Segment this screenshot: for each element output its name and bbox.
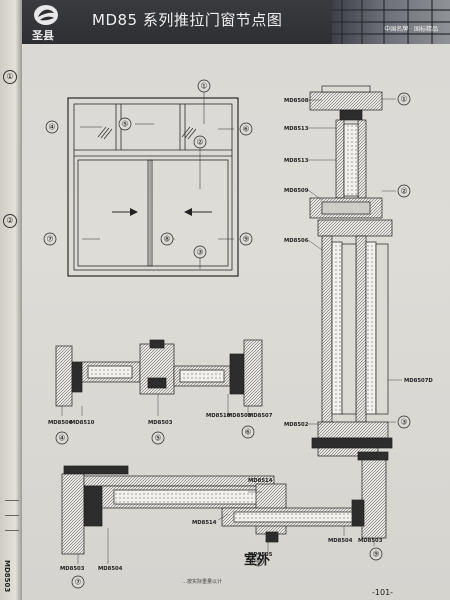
catalog-page: 圣县 MD85 系列推拉门窗节点图 中国名牌 · 国标精品 [22,0,450,600]
svg-text:⑤: ⑤ [154,434,161,443]
left-page-marker: ① [3,70,17,84]
brand-logo-icon [34,5,58,25]
left-page-marker: ② [3,214,17,228]
outdoor-label: 室外 [244,553,271,568]
svg-text:⑤: ⑤ [121,120,128,129]
horizontal-section-upper [55,339,263,416]
callout-9: ⑨ [369,547,383,561]
horizontal-section-upper-labels: MD8506 MD8510 MD8503 MD8510 MD8503 MD850… [48,413,273,445]
svg-text:⑧: ⑧ [254,556,261,565]
profile-label: MD8506 [48,420,73,426]
profile-label: MD8503 [358,538,383,544]
svg-text:③: ③ [400,418,407,427]
callout-5: ⑤ [118,117,132,131]
callout-9: ⑨ [239,232,253,246]
svg-text:⑦: ⑦ [46,235,53,244]
svg-text:⑨: ⑨ [242,235,249,244]
profile-label: MD8502 [284,422,309,428]
profile-label: MD8510 [70,420,95,426]
svg-text:③: ③ [196,248,203,257]
profile-label: MD8514 [248,478,273,484]
profile-label: MD8506 [284,238,309,244]
svg-text:⑥: ⑥ [242,125,249,134]
callout-7: ⑦ [71,575,85,589]
header-slogan: 中国名牌 · 国标精品 [384,26,438,33]
callout-2: ② [397,184,411,198]
node-drawings: ① ② ③ ④ ⑤ ⑥ ⑦ ⑧ ⑨ [43,79,433,589]
callout-1: ① [197,79,211,93]
profile-label: MD8509 [284,188,309,194]
svg-text:⑧: ⑧ [163,235,170,244]
footer-note: …按实际重量以计 [182,579,223,585]
callout-5: ⑤ [151,431,165,445]
profile-label: MD8507 [248,413,273,419]
callout-8: ⑧ [251,553,265,567]
callout-1: ① [397,92,411,106]
profile-label: MD8508 [284,98,309,104]
svg-text:①: ① [200,82,207,91]
svg-text:①: ① [400,95,407,104]
page-header: 圣县 MD85 系列推拉门窗节点图 中国名牌 · 国标精品 [22,0,450,44]
svg-text:⑨: ⑨ [372,550,379,559]
callout-3: ③ [397,415,411,429]
svg-text:④: ④ [48,123,55,132]
page-title: MD85 系列推拉门窗节点图 [92,11,283,29]
page-number: -101- [372,588,394,597]
profile-label: MD8507D [404,378,433,384]
brand-name: 圣县 [32,29,54,42]
horizontal-section-lower-labels: MD8514 MD8514 MD8505 MD8503 MD8504 MD850… [60,478,383,589]
elevation-callouts: ① ② ③ ④ ⑤ ⑥ ⑦ ⑧ ⑨ [43,79,253,259]
adjacent-page-strip: ① ② MD8503 [0,0,22,600]
callout-4: ④ [45,120,59,134]
profile-label: MD8503 [148,420,173,426]
vertical-section-labels: MD8508 MD8513 MD8513 MD8509 MD8506 MD850… [284,92,433,429]
profile-label: MD8504 [98,566,123,572]
callout-2: ② [193,135,207,149]
horizontal-section-lower [61,451,389,564]
left-page-vertical-label: MD8503 [3,559,11,592]
profile-label: MD8513 [284,158,309,164]
vertical-section [307,85,402,457]
callout-6: ⑥ [239,122,253,136]
callout-3: ③ [193,245,207,259]
profile-label: MD8513 [284,126,309,132]
callout-8: ⑧ [160,232,174,246]
profile-label: MD8514 [192,520,217,526]
profile-label: MD8503 [60,566,85,572]
window-elevation [67,92,239,277]
svg-text:⑥: ⑥ [244,428,251,437]
svg-text:⑦: ⑦ [74,578,81,587]
profile-label: MD8504 [328,538,353,544]
callout-6: ⑥ [241,425,255,439]
svg-text:④: ④ [58,434,65,443]
profile-label: MD8510 [206,413,231,419]
header-photo: 中国名牌 · 国标精品 [332,0,450,44]
profile-label: MD8503 [227,413,252,419]
svg-text:②: ② [196,138,203,147]
callout-4: ④ [55,431,69,445]
callout-7: ⑦ [43,232,57,246]
svg-text:②: ② [400,187,407,196]
